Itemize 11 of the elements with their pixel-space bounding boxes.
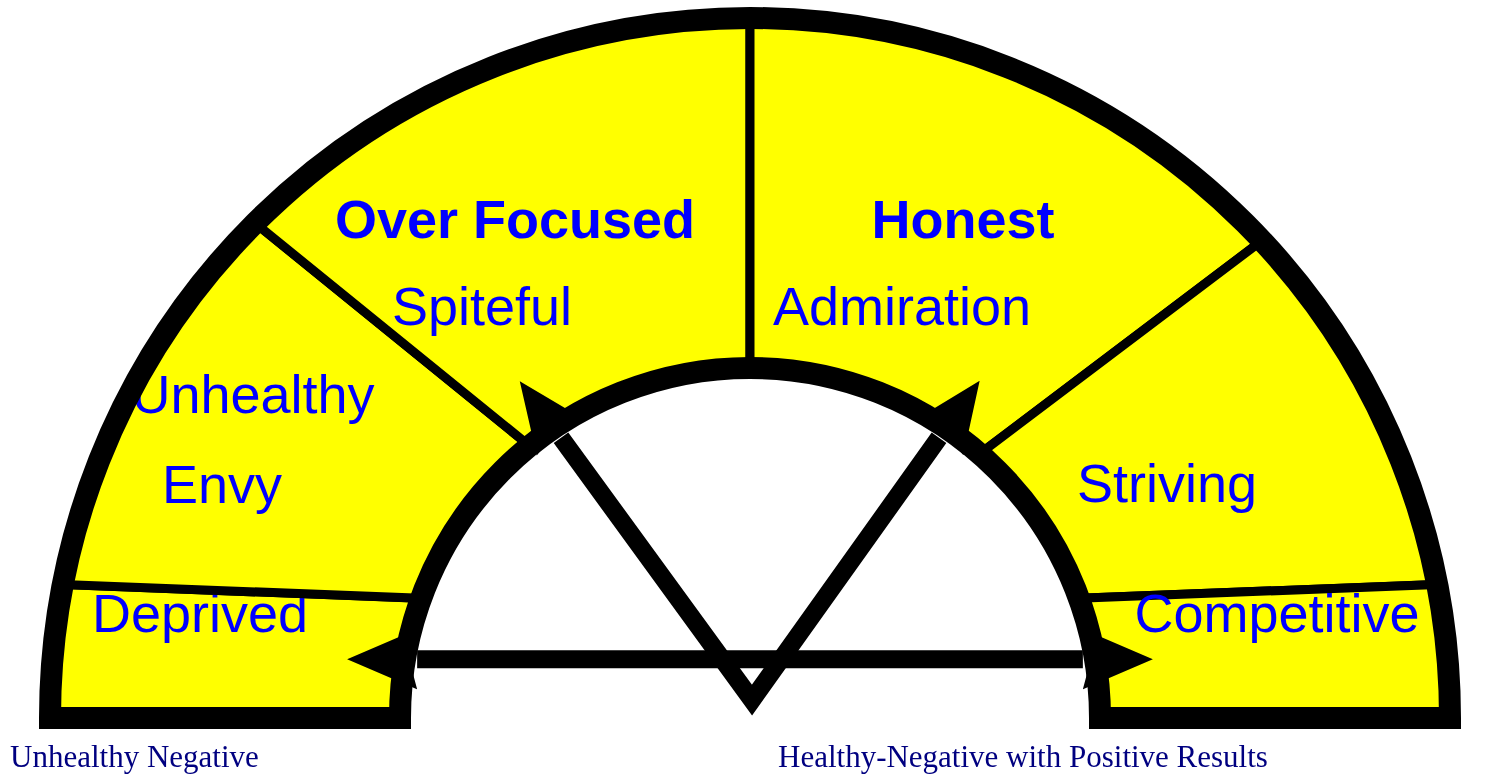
segment-label: Deprived <box>91 583 309 643</box>
segment-label: Striving <box>1076 453 1258 513</box>
segment-label: Competitive <box>1134 583 1420 643</box>
scale-end-label: Unhealthy Negative <box>10 739 259 774</box>
segment-heading: Honest <box>871 189 1055 249</box>
segment-label: Spiteful <box>391 276 573 336</box>
scale-end-label: Healthy-Negative with Positive Results <box>778 739 1268 774</box>
segment-label: Admiration <box>772 276 1032 336</box>
segment-heading: Over Focused <box>334 189 696 249</box>
segment-label: Unhealthy Envy <box>131 364 375 514</box>
double-arrow <box>519 380 980 716</box>
